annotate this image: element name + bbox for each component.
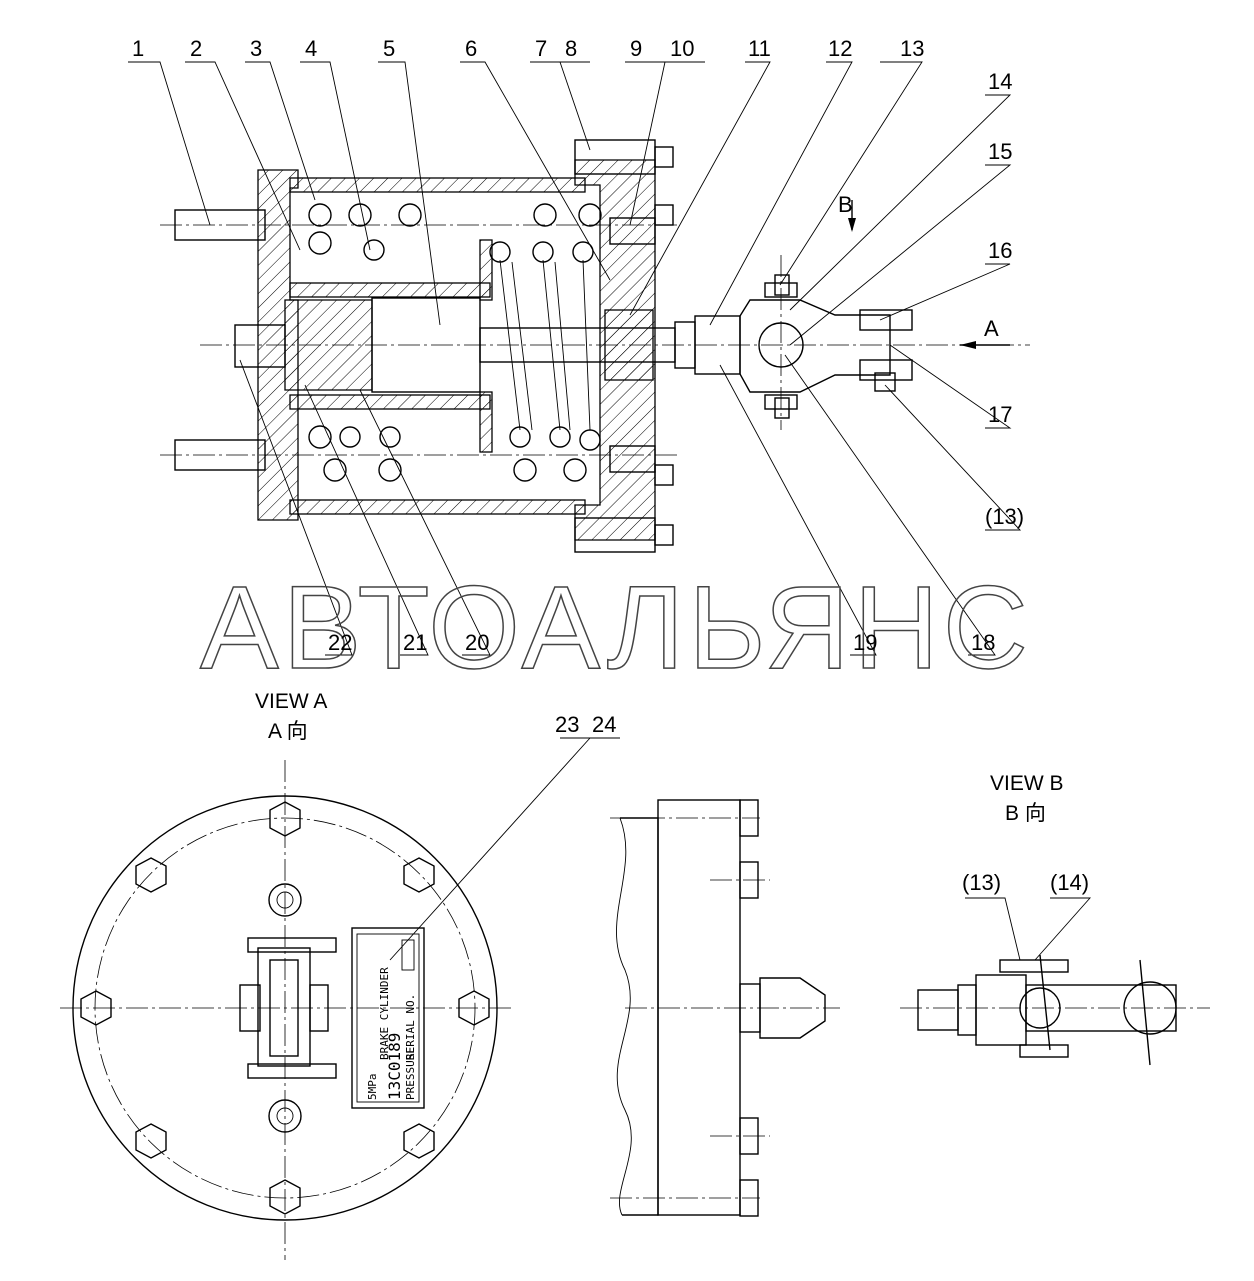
callout-12: 12	[828, 36, 852, 61]
view-b-title: VIEW B	[990, 772, 1064, 795]
callout-3: 3	[250, 36, 262, 61]
callout-17: 17	[988, 402, 1012, 427]
bolt-heads	[80, 801, 490, 1215]
view-b-callout-13: (13)	[962, 870, 1001, 895]
section-view: A B	[160, 139, 1030, 553]
view-b-callout-14: (14)	[1050, 870, 1089, 895]
callout-23: 23	[555, 712, 579, 737]
callout-14: 14	[988, 69, 1012, 94]
view-b-subtitle: B 向	[1005, 802, 1046, 825]
callout-13-ref: (13)	[985, 504, 1024, 529]
callouts-bottom: 22 21 20 19 18	[328, 630, 995, 655]
callout-8: 8	[565, 36, 577, 61]
arrow-b-label: B	[838, 192, 853, 217]
plate-line1: BRAKE CYLINDER	[378, 967, 391, 1060]
side-view	[610, 799, 840, 1217]
callout-7: 7	[535, 36, 547, 61]
view-b: VIEW B B 向 (13) (14)	[900, 772, 1210, 1066]
callout-24: 24	[592, 712, 616, 737]
plate-line4: PRESSURE	[404, 1047, 417, 1100]
view-a-title: VIEW A	[255, 690, 327, 713]
callout-21: 21	[403, 630, 427, 655]
callout-leaders-bottom	[239, 354, 996, 656]
callout-5: 5	[383, 36, 395, 61]
callout-11: 11	[748, 36, 771, 61]
spring-coils	[308, 203, 602, 482]
plate-line2: SERIAL NO.	[404, 994, 417, 1060]
nameplate: 13C0189 BRAKE CYLINDER SERIAL NO. 5MPa P…	[351, 927, 425, 1109]
view-a: VIEW A A 向 13C0189	[60, 690, 620, 1260]
callout-9: 9	[630, 36, 642, 61]
callout-13: 13	[900, 36, 924, 61]
callout-18: 18	[971, 630, 995, 655]
callout-4: 4	[305, 36, 317, 61]
arrow-a-label: A	[984, 316, 999, 341]
callout-leaders-top	[128, 61, 1022, 531]
callout-22: 22	[328, 630, 352, 655]
plate-line3: 5MPa	[366, 1074, 379, 1101]
callout-10: 10	[670, 36, 694, 61]
plate-code: 13C0189	[385, 1033, 404, 1100]
callout-15: 15	[988, 139, 1012, 164]
callout-19: 19	[853, 630, 877, 655]
watermark-text: АВТОАЛЬЯНС	[200, 562, 1032, 694]
callout-1: 1	[132, 36, 144, 61]
callout-2: 2	[190, 36, 202, 61]
callout-16: 16	[988, 238, 1012, 263]
view-a-subtitle: A 向	[268, 720, 308, 743]
callouts-top: 1 2 3 4 5 6 7 8 9 10 11 12 13 14 15 16 1…	[132, 36, 1024, 529]
callout-6: 6	[465, 36, 477, 61]
callout-20: 20	[465, 630, 489, 655]
